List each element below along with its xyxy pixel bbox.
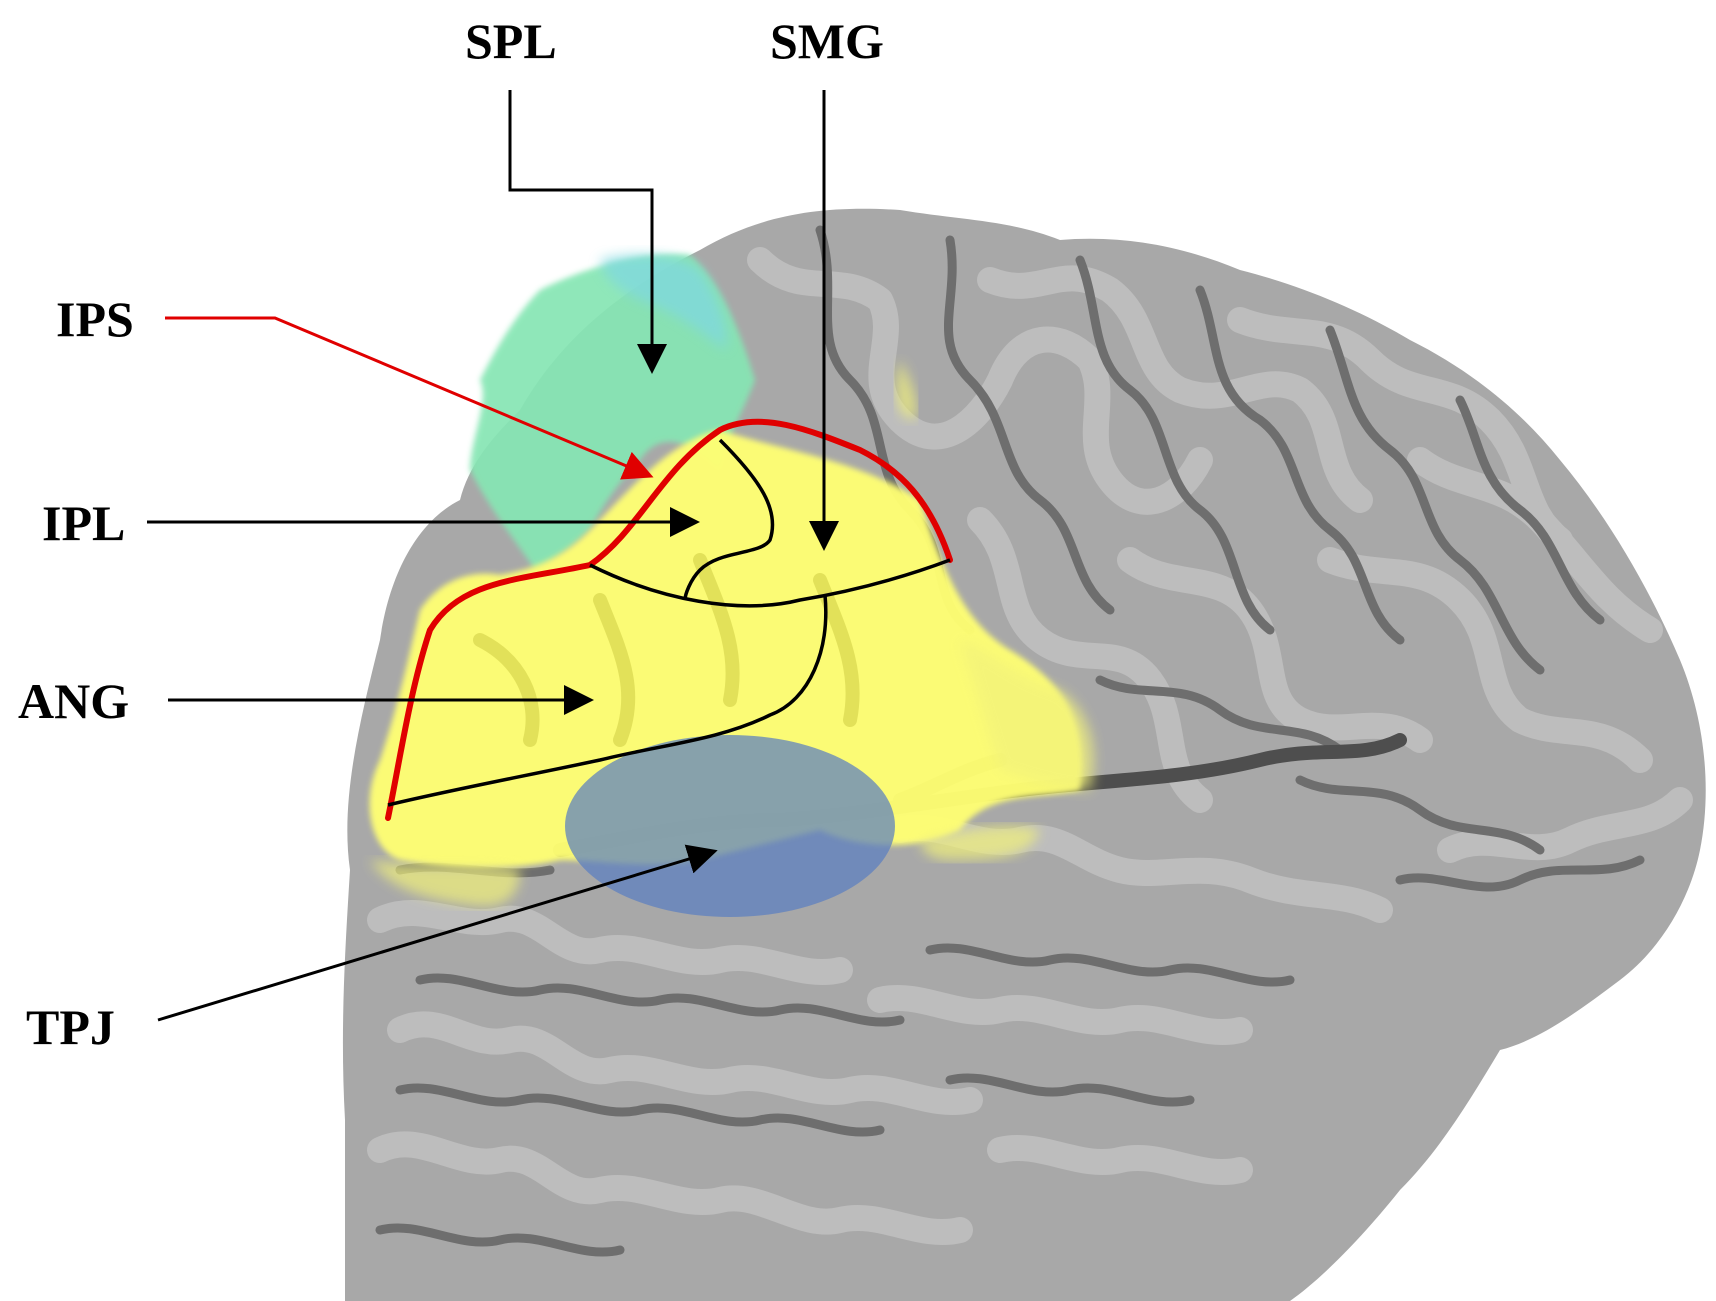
label-ang: ANG	[18, 673, 129, 729]
label-ipl: IPL	[42, 495, 125, 551]
label-ips: IPS	[56, 291, 134, 347]
label-spl: SPL	[465, 13, 557, 69]
tpj-region	[565, 735, 895, 917]
label-smg: SMG	[770, 13, 884, 69]
label-tpj: TPJ	[26, 999, 115, 1055]
